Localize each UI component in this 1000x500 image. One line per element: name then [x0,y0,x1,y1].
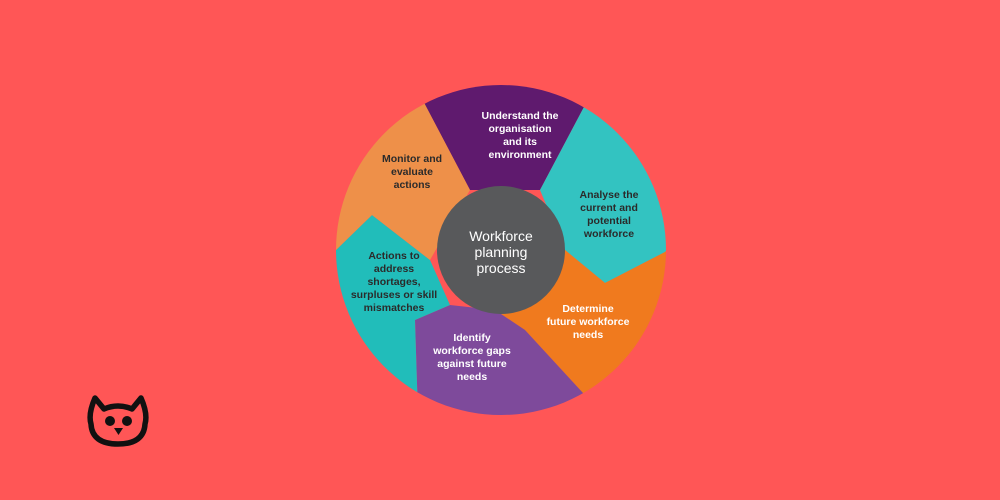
label-monitor-line-1: Monitor and [382,153,442,165]
label-identify-line-1: Identify [453,332,490,344]
label-determine-line-2: future workforce [547,316,630,328]
label-analyse-line-4: workforce [583,228,634,240]
label-determine-line-3: needs [573,329,604,341]
label-monitor-line-3: actions [394,179,431,191]
label-monitor: Monitor and evaluate actions [382,153,442,191]
center-label-line-3: process [476,260,525,276]
label-understand-line-4: environment [488,149,552,161]
label-analyse-line-2: current and [580,202,638,214]
label-identify-line-4: needs [457,371,488,383]
owl-icon [87,395,149,447]
label-understand-line-3: and its [503,136,537,148]
label-identify-line-3: against future [437,358,507,370]
center-label-line-1: Workforce [469,228,533,244]
label-actions-line-1: Actions to [368,250,419,262]
label-actions-line-5: mismatches [364,302,425,314]
label-actions-line-2: address [374,263,414,275]
segment-understand [410,85,585,190]
owl-head-outline [87,395,149,447]
label-understand-line-1: Understand the [481,110,558,122]
label-analyse-line-1: Analyse the [580,189,639,201]
label-actions-line-4: surpluses or skill [351,289,437,301]
label-analyse-line-3: potential [587,215,631,227]
label-monitor-line-2: evaluate [391,166,433,178]
segment-identify [415,305,600,415]
center-label-line-2: planning [475,244,528,260]
label-determine-line-1: Determine [562,303,614,315]
label-identify-line-2: workforce gaps [432,345,511,357]
center-circle [437,186,565,314]
label-actions-line-3: shortages, [367,276,420,288]
label-analyse: Analyse the current and potential workfo… [580,189,639,240]
owl-left-eye [105,416,115,426]
label-understand: Understand the organisation and its envi… [481,110,558,161]
owl-beak [114,428,123,435]
owl-right-eye [122,416,132,426]
label-actions: Actions to address shortages, surpluses … [351,250,437,314]
label-determine: Determine future workforce needs [547,303,630,341]
label-identify: Identify workforce gaps against future n… [432,332,511,383]
label-understand-line-2: organisation [488,123,551,135]
